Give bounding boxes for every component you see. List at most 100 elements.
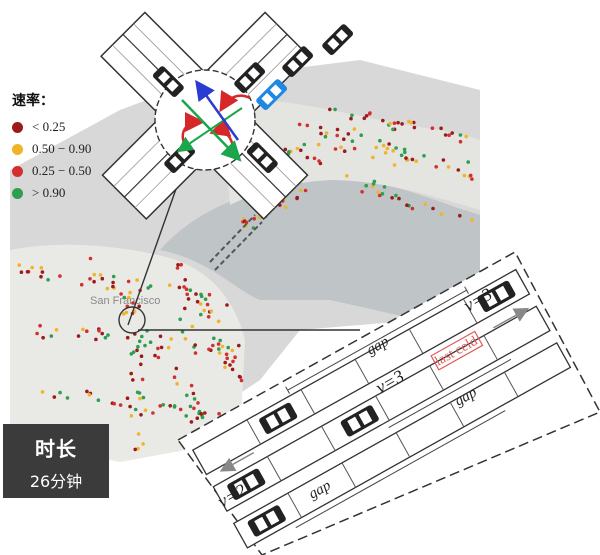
traffic-dot xyxy=(359,133,364,137)
traffic-dot xyxy=(143,408,148,413)
traffic-dot xyxy=(302,142,307,147)
traffic-dot xyxy=(159,345,164,350)
legend-dot-icon xyxy=(12,165,23,177)
traffic-dot xyxy=(346,132,351,136)
traffic-dot xyxy=(447,133,451,137)
traffic-dot xyxy=(203,411,207,415)
traffic-dot xyxy=(470,177,474,181)
traffic-dot xyxy=(295,196,299,201)
traffic-dot xyxy=(209,309,213,314)
traffic-dot xyxy=(362,116,367,121)
traffic-dot xyxy=(88,256,93,261)
duration-box: 时长 26分钟 xyxy=(3,424,109,498)
traffic-dot xyxy=(185,393,189,398)
traffic-dot xyxy=(295,146,300,151)
traffic-dot xyxy=(223,365,227,370)
traffic-dot xyxy=(158,404,162,408)
car xyxy=(234,62,266,94)
traffic-dot xyxy=(188,288,193,293)
traffic-dot xyxy=(141,442,145,446)
legend-title: 速率： xyxy=(12,93,54,109)
legend-dot-icon xyxy=(12,187,23,199)
traffic-dot xyxy=(410,157,415,162)
traffic-dot xyxy=(216,319,221,324)
traffic-dot xyxy=(129,414,134,418)
traffic-dot xyxy=(179,262,183,267)
traffic-dot xyxy=(199,412,203,416)
traffic-dot xyxy=(230,367,235,372)
traffic-dot xyxy=(105,286,110,291)
traffic-dot xyxy=(335,133,340,138)
traffic-dot xyxy=(218,338,222,343)
traffic-dot xyxy=(94,337,98,342)
traffic-dot xyxy=(233,355,237,360)
traffic-dot xyxy=(297,122,302,127)
traffic-dot xyxy=(318,125,323,130)
traffic-dot xyxy=(376,190,381,194)
traffic-dot xyxy=(383,151,388,155)
traffic-dot xyxy=(205,302,210,307)
traffic-dot xyxy=(466,160,471,164)
traffic-dot xyxy=(364,183,369,188)
traffic-dot xyxy=(223,360,227,365)
traffic-dot xyxy=(391,127,395,132)
traffic-dot xyxy=(125,396,130,401)
traffic-dot xyxy=(135,278,139,282)
traffic-dot xyxy=(189,383,194,388)
traffic-dot xyxy=(184,287,189,292)
traffic-dot xyxy=(364,114,369,118)
traffic-dot xyxy=(333,147,338,151)
traffic-dot xyxy=(400,122,404,126)
traffic-dot xyxy=(305,123,310,128)
traffic-dot xyxy=(381,143,386,148)
traffic-dot xyxy=(382,185,387,189)
traffic-dot xyxy=(368,111,372,115)
traffic-dot xyxy=(128,404,132,409)
traffic-dot xyxy=(212,336,216,341)
traffic-dot xyxy=(156,355,161,360)
traffic-dot xyxy=(456,168,461,172)
traffic-dot xyxy=(188,404,193,409)
traffic-dot xyxy=(156,346,160,351)
traffic-dot xyxy=(414,159,419,163)
traffic-dot xyxy=(342,137,346,141)
traffic-dot xyxy=(195,299,200,304)
traffic-dot xyxy=(172,375,177,380)
traffic-dot xyxy=(189,420,194,424)
traffic-dot xyxy=(124,310,129,315)
traffic-dot xyxy=(138,396,142,401)
traffic-dots xyxy=(17,107,474,452)
traffic-dot xyxy=(283,147,288,152)
traffic-dot xyxy=(127,295,131,300)
traffic-dot xyxy=(172,404,177,408)
traffic-dot xyxy=(216,342,221,346)
traffic-dot xyxy=(169,337,173,341)
traffic-dot xyxy=(136,432,141,436)
traffic-dot xyxy=(220,344,225,349)
traffic-dot xyxy=(350,139,355,143)
traffic-dot xyxy=(178,317,182,322)
traffic-dot xyxy=(126,279,131,284)
traffic-dot xyxy=(39,266,44,270)
zoom-circle-small xyxy=(118,306,146,334)
traffic-dot xyxy=(352,146,357,151)
traffic-dot xyxy=(133,407,138,412)
traffic-dot xyxy=(345,174,349,178)
traffic-dot xyxy=(458,213,462,218)
traffic-dot xyxy=(410,206,415,211)
traffic-dot xyxy=(252,216,256,221)
traffic-dot xyxy=(412,120,416,125)
traffic-dot xyxy=(131,378,135,382)
legend-label: > 0.90 xyxy=(32,185,66,200)
duration-title: 时长 xyxy=(35,437,77,461)
traffic-dot xyxy=(394,193,398,198)
traffic-dot xyxy=(192,397,197,401)
traffic-dot xyxy=(305,155,310,160)
legend-dot-icon xyxy=(12,143,23,155)
last-cell-box xyxy=(430,330,484,371)
traffic-dot xyxy=(239,378,244,383)
traffic-dot xyxy=(371,155,375,160)
traffic-dot xyxy=(374,145,379,150)
car xyxy=(247,505,286,537)
traffic-dot xyxy=(151,411,155,415)
